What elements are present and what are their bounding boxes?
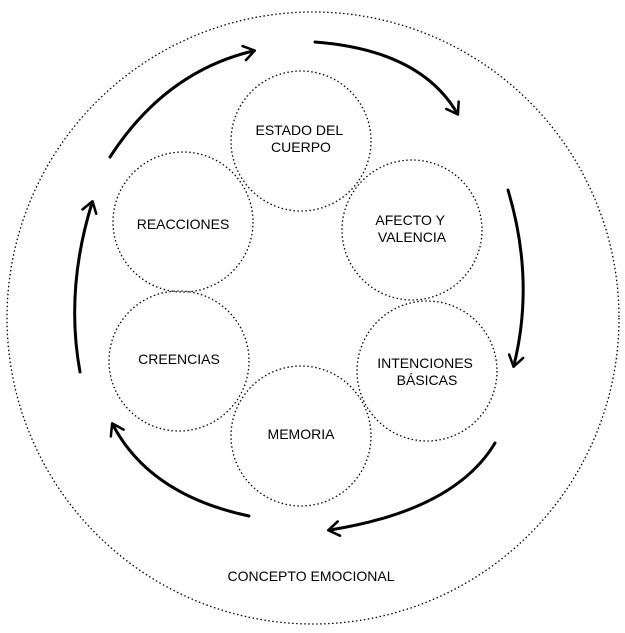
arrow-bottom-right (326, 441, 497, 537)
outer-circle (6, 11, 620, 625)
node-label: MEMORIA (268, 426, 336, 442)
node-circle (112, 151, 254, 293)
arrow-right-upper (506, 188, 525, 369)
node-circle (356, 300, 498, 442)
node-label: REACCIONES (137, 216, 230, 232)
arrow-top-right (313, 40, 460, 116)
outer-label: CONCEPTO EMOCIONAL (228, 568, 395, 584)
node-label-line: ESTADO DEL (255, 122, 343, 138)
node-intenciones-basicas: INTENCIONES BÁSICAS (356, 300, 498, 442)
arrow-left (73, 200, 98, 374)
node-circle (341, 159, 483, 301)
node-label-line: REACCIONES (137, 216, 230, 232)
node-reacciones: REACCIONES (112, 151, 254, 293)
node-label-line: INTENCIONES (377, 355, 473, 371)
node-memoria: MEMORIA (230, 365, 372, 507)
node-label-line: AFECTO Y (375, 212, 445, 228)
node-label-line: CUERPO (271, 139, 331, 155)
arrow-bottom-left (109, 422, 251, 518)
node-creencias: CREENCIAS (108, 290, 250, 432)
arrow-top-left (108, 44, 257, 159)
node-label-line: VALENCIA (378, 229, 447, 245)
node-label-line: BÁSICAS (397, 372, 458, 388)
node-label-line: MEMORIA (268, 426, 336, 442)
node-label: CREENCIAS (138, 351, 220, 367)
node-afecto-y-valencia: AFECTO Y VALENCIA (341, 159, 483, 301)
node-circle (230, 365, 372, 507)
node-label: ESTADO DEL CUERPO (255, 122, 346, 155)
node-label: AFECTO Y VALENCIA (375, 212, 448, 245)
node-label-line: CREENCIAS (138, 351, 220, 367)
node-circle (108, 290, 250, 432)
node-estado-del-cuerpo: ESTADO DEL CUERPO (230, 70, 372, 212)
cycle-arrows (73, 40, 525, 537)
node-label: INTENCIONES BÁSICAS (377, 355, 477, 388)
node-circle (230, 70, 372, 212)
